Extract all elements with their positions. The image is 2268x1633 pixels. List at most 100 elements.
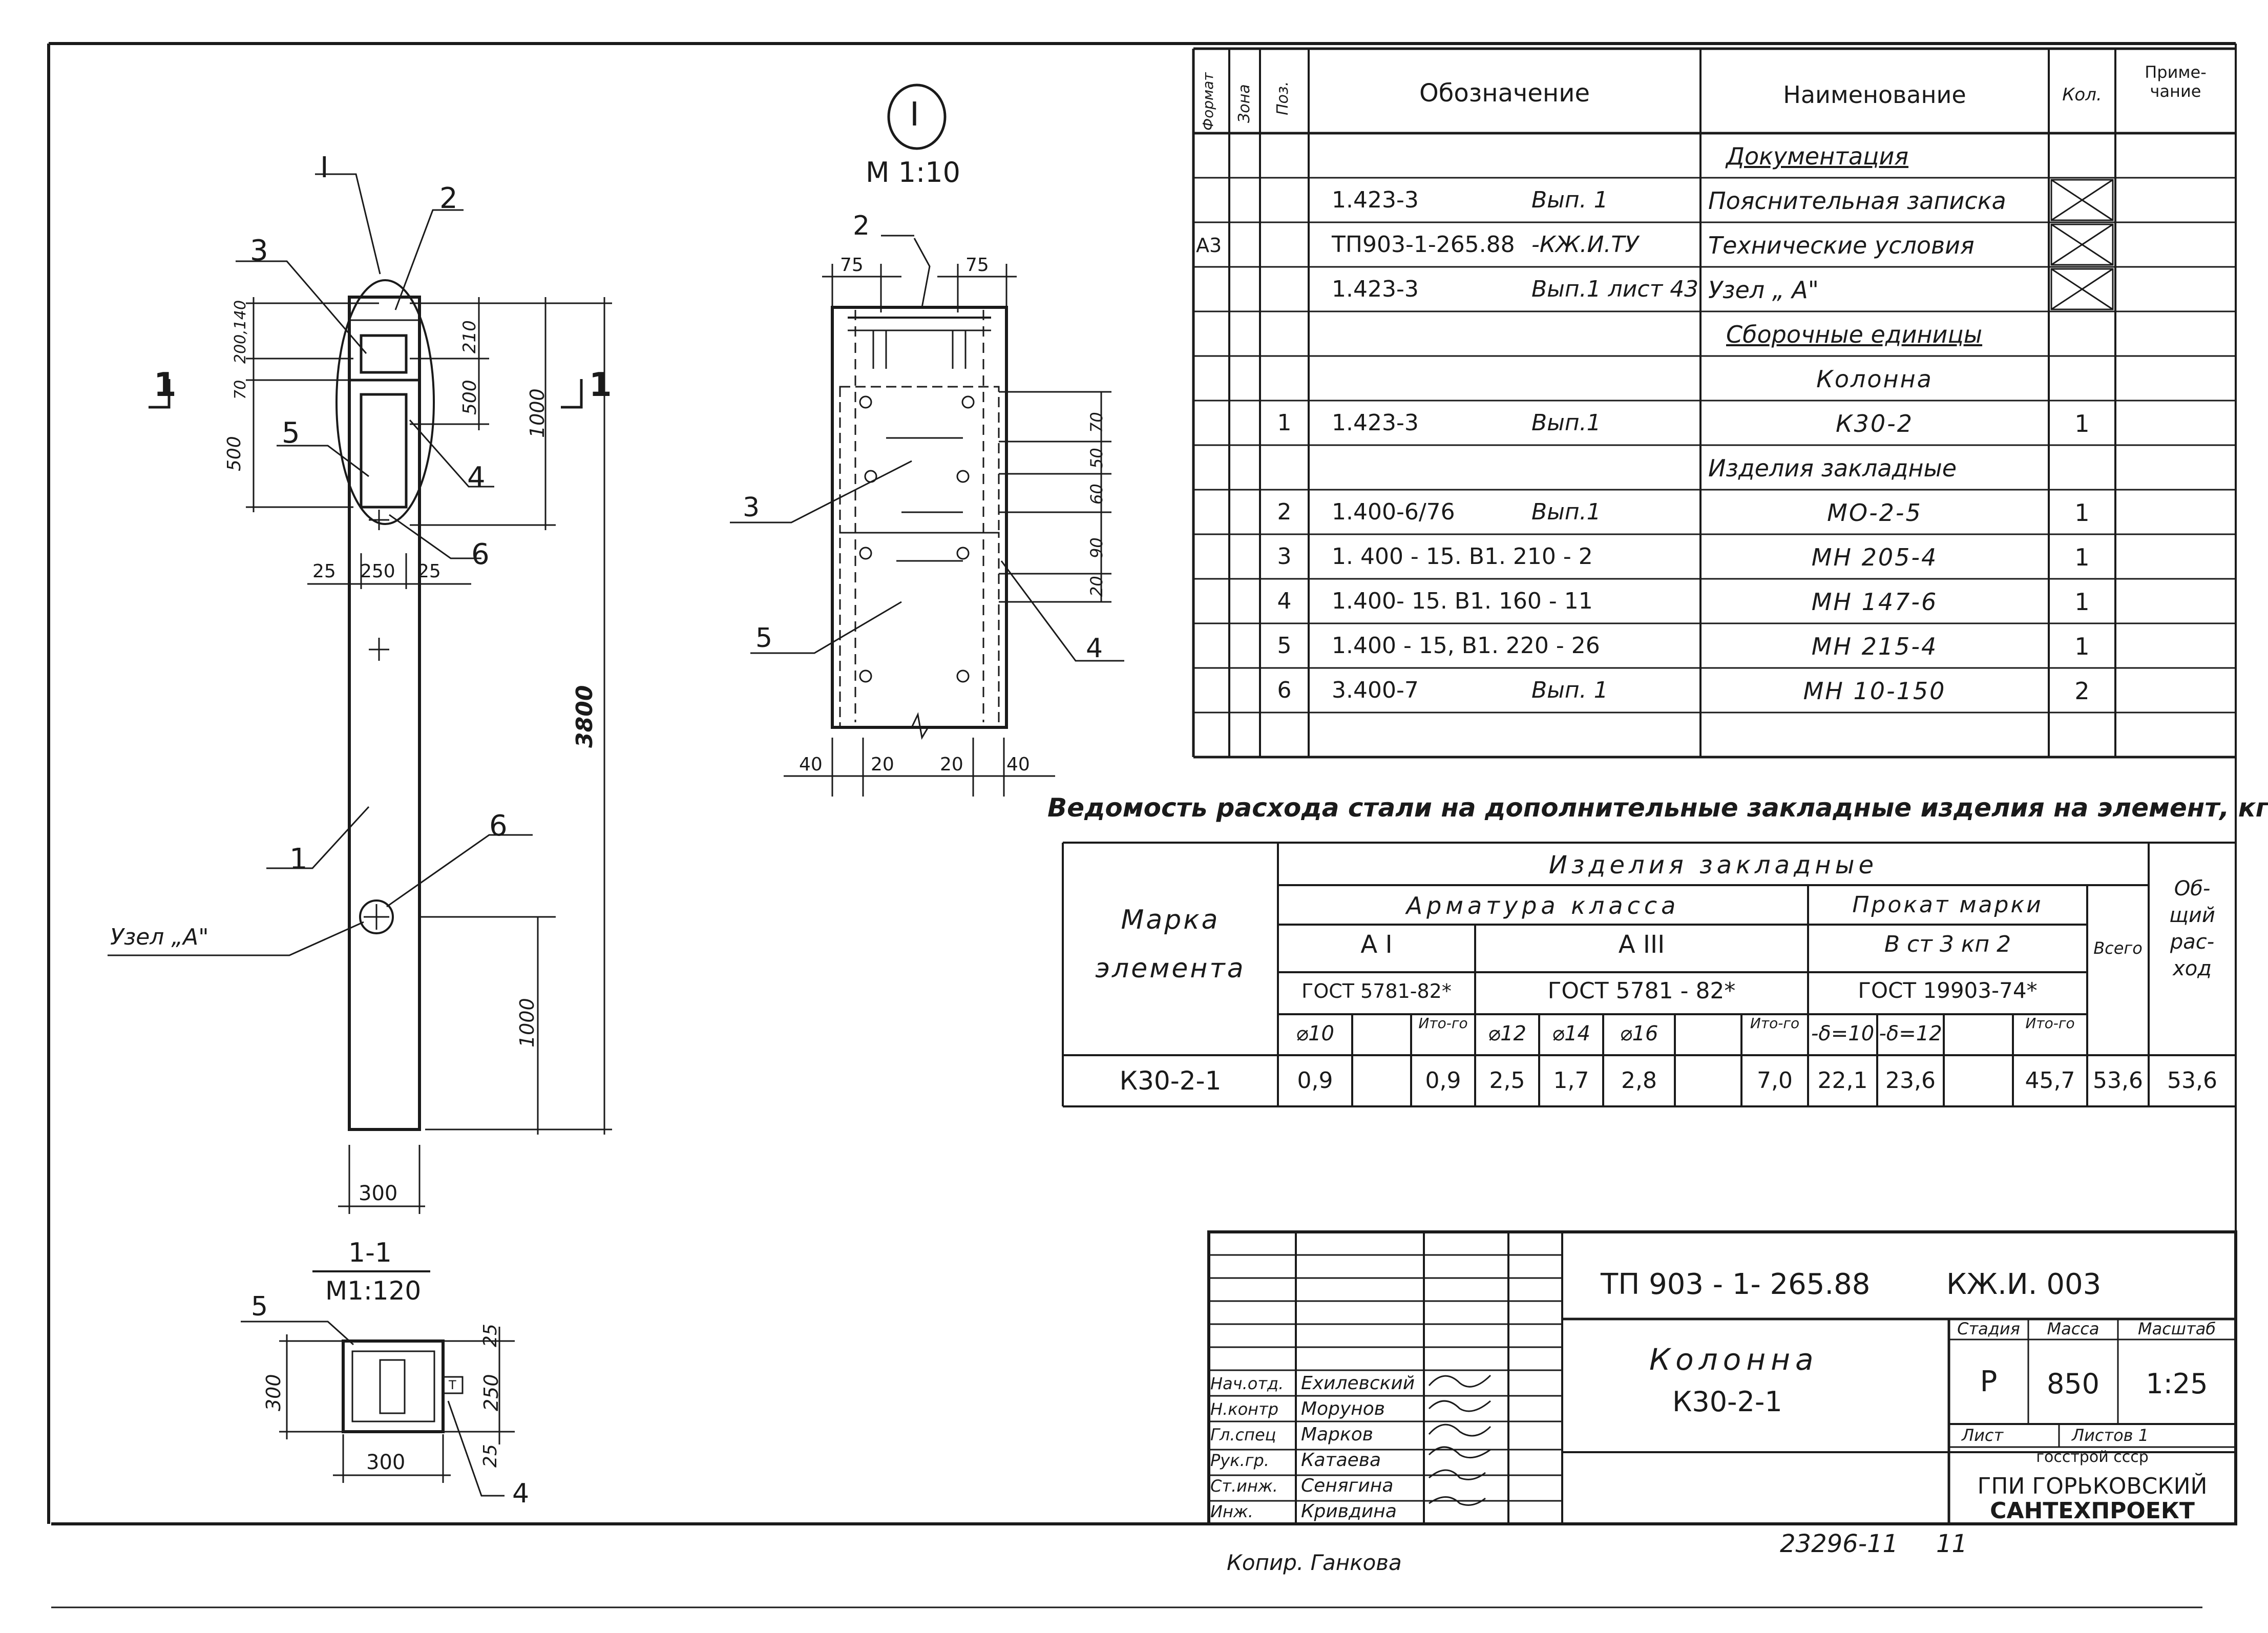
callout-5-main: 5 <box>282 416 300 450</box>
steel-sub-header: ⌀16 <box>1620 1022 1658 1045</box>
dim-25-b: 25 <box>417 561 441 582</box>
callout-6-main: 6 <box>471 538 490 571</box>
callout-1-main: 1 <box>289 843 308 876</box>
dim-210: 210 <box>459 320 480 353</box>
dim-detail-75-a: 75 <box>840 255 864 276</box>
spec-cell-name: Колонна <box>1816 365 1933 393</box>
spec-cross-mark <box>2051 269 2113 309</box>
spec-cell-name: МН 147-6 <box>1811 588 1938 616</box>
dim-1000-top: 1000 <box>526 388 549 438</box>
title-name-2: К30-2-1 <box>1672 1386 1782 1418</box>
copy-credit: Копир. Ганкова <box>1227 1550 1402 1575</box>
spec-cell-qty: 1 <box>2074 410 2090 437</box>
dim-500-left: 500 <box>224 436 245 471</box>
steel-row-value: 23,6 <box>1885 1067 1936 1094</box>
dim-detail-40-b: 40 <box>1006 754 1030 775</box>
staff-role: Нач.отд. <box>1210 1374 1284 1393</box>
steel-grade-header: В ст 3 кп 2 <box>1884 931 2011 957</box>
node-a-label: Узел „А" <box>110 924 209 950</box>
steel-rebar-header: Арматура класса <box>1406 892 1680 919</box>
steel-row-value: 2,5 <box>1489 1067 1525 1094</box>
steel-total-all-header: рас- <box>2170 930 2215 954</box>
spec-cell-name: Пояснительная записка <box>1708 187 2006 215</box>
title-stage: Р <box>1980 1365 1998 1398</box>
spec-header-pos: Поз. <box>1274 81 1292 115</box>
dim-detail-70: 70 <box>1087 412 1106 433</box>
spec-cell-pos: 6 <box>1277 677 1292 703</box>
staff-role: Рук.гр. <box>1210 1451 1270 1470</box>
staff-name: Катаева <box>1301 1450 1381 1471</box>
spec-cell-name: Документация <box>1726 142 1909 170</box>
section-title: 1-1 <box>348 1238 392 1268</box>
spec-header-zone: Зона <box>1235 84 1253 123</box>
spec-header-designation: Обозначение <box>1419 79 1590 108</box>
spec-cell-pos: 4 <box>1277 588 1292 614</box>
steel-sub-header: Ито-го <box>1418 1015 1468 1032</box>
spec-cell-pos: 3 <box>1277 543 1292 570</box>
staff-role: Инж. <box>1210 1502 1253 1521</box>
title-mass: 850 <box>2046 1368 2100 1400</box>
dim-detail-20-a: 20 <box>871 754 894 775</box>
section-scale: М1:120 <box>325 1276 422 1306</box>
spec-cell-designation-2: Вып.1 <box>1531 499 1601 525</box>
spec-header-name: Наименование <box>1783 81 1966 109</box>
steel-row-value: 1,7 <box>1553 1067 1589 1094</box>
spec-cell-designation-2: Вып. 1 <box>1531 187 1608 213</box>
spec-cell-designation: 1.400- 15. В1. 160 - 11 <box>1332 588 1593 614</box>
staff-name: Морунов <box>1301 1398 1385 1419</box>
spec-cell-designation: 3.400-7 <box>1332 677 1419 703</box>
spec-cross-mark <box>2051 224 2113 265</box>
dim-1000-bottom: 1000 <box>516 998 538 1048</box>
steel-row-value: 7,0 <box>1757 1067 1793 1094</box>
title-org-3: САНТЕХПРОЕКТ <box>1990 1498 2195 1524</box>
title-stage-label: Стадия <box>1957 1319 2020 1338</box>
dim-detail-50: 50 <box>1087 448 1106 469</box>
spec-cell-qty: 1 <box>2074 543 2090 571</box>
title-name-1: Колонна <box>1649 1342 1819 1377</box>
title-mass-label: Масса <box>2047 1319 2099 1338</box>
spec-cell-qty: 1 <box>2074 633 2090 660</box>
dim-detail-20-b: 20 <box>940 754 963 775</box>
dim-section-250: 250 <box>480 1374 502 1411</box>
spec-cell-name: К30-2 <box>1835 410 1914 437</box>
steel-sub-header: ⌀10 <box>1296 1022 1334 1045</box>
steel-mark-header-1: Марка <box>1121 905 1220 935</box>
steel-row-value: 0,9 <box>1425 1067 1461 1094</box>
staff-role: Ст.инж. <box>1210 1476 1278 1496</box>
archive-number: 23296-11 <box>1780 1530 1899 1558</box>
dim-detail-90: 90 <box>1087 537 1106 558</box>
title-sheets-label: Листов 1 <box>2072 1426 2149 1445</box>
dim-500-right: 500 <box>459 380 480 415</box>
spec-cross-box <box>2051 269 2113 309</box>
section-mark-roman: I <box>320 151 329 184</box>
spec-cell-designation: 1.400-6/76 <box>1332 499 1455 525</box>
spec-cell-pos: 5 <box>1277 633 1292 659</box>
steel-total-all-header: щий <box>2169 904 2215 927</box>
spec-cell-designation-2: Вып. 1 <box>1531 677 1608 703</box>
spec-cell-name: Узел „ А" <box>1708 276 1819 304</box>
title-doc-code-2: КЖ.И. 003 <box>1946 1268 2102 1301</box>
callout-3-main: 3 <box>250 234 268 267</box>
detail-mark: I <box>910 96 919 134</box>
title-sheet-label: Лист <box>1962 1426 2004 1445</box>
spec-cell-designation-2: Вып.1 <box>1531 410 1601 436</box>
steel-total-header: Всего <box>2093 938 2143 958</box>
steel-sub-header: -δ=10 <box>1811 1022 1875 1045</box>
steel-sub-header: Ито-го <box>1750 1015 1800 1032</box>
spec-cell-name: Изделия закладные <box>1708 454 1957 482</box>
spec-header-qty: Кол. <box>2062 85 2102 105</box>
steel-row-mark: К30-2-1 <box>1119 1066 1222 1096</box>
spec-cell-name: МН 215-4 <box>1811 633 1938 660</box>
steel-sub-header: Ито-го <box>2025 1015 2075 1032</box>
callout-4-detail: 4 <box>1086 633 1103 664</box>
steel-gost-rolled: ГОСТ 19903-74* <box>1858 978 2038 1003</box>
spec-cross-box <box>2051 224 2113 265</box>
steel-row-value: 2,8 <box>1621 1067 1657 1094</box>
staff-role: Н.контр <box>1210 1399 1279 1419</box>
callout-6-node: 6 <box>489 809 508 843</box>
spec-cell-designation-2: -КЖ.И.ТУ <box>1531 232 1639 258</box>
title-scale: 1:25 <box>2146 1368 2208 1400</box>
steel-mark-header-2: элемента <box>1095 953 1246 984</box>
